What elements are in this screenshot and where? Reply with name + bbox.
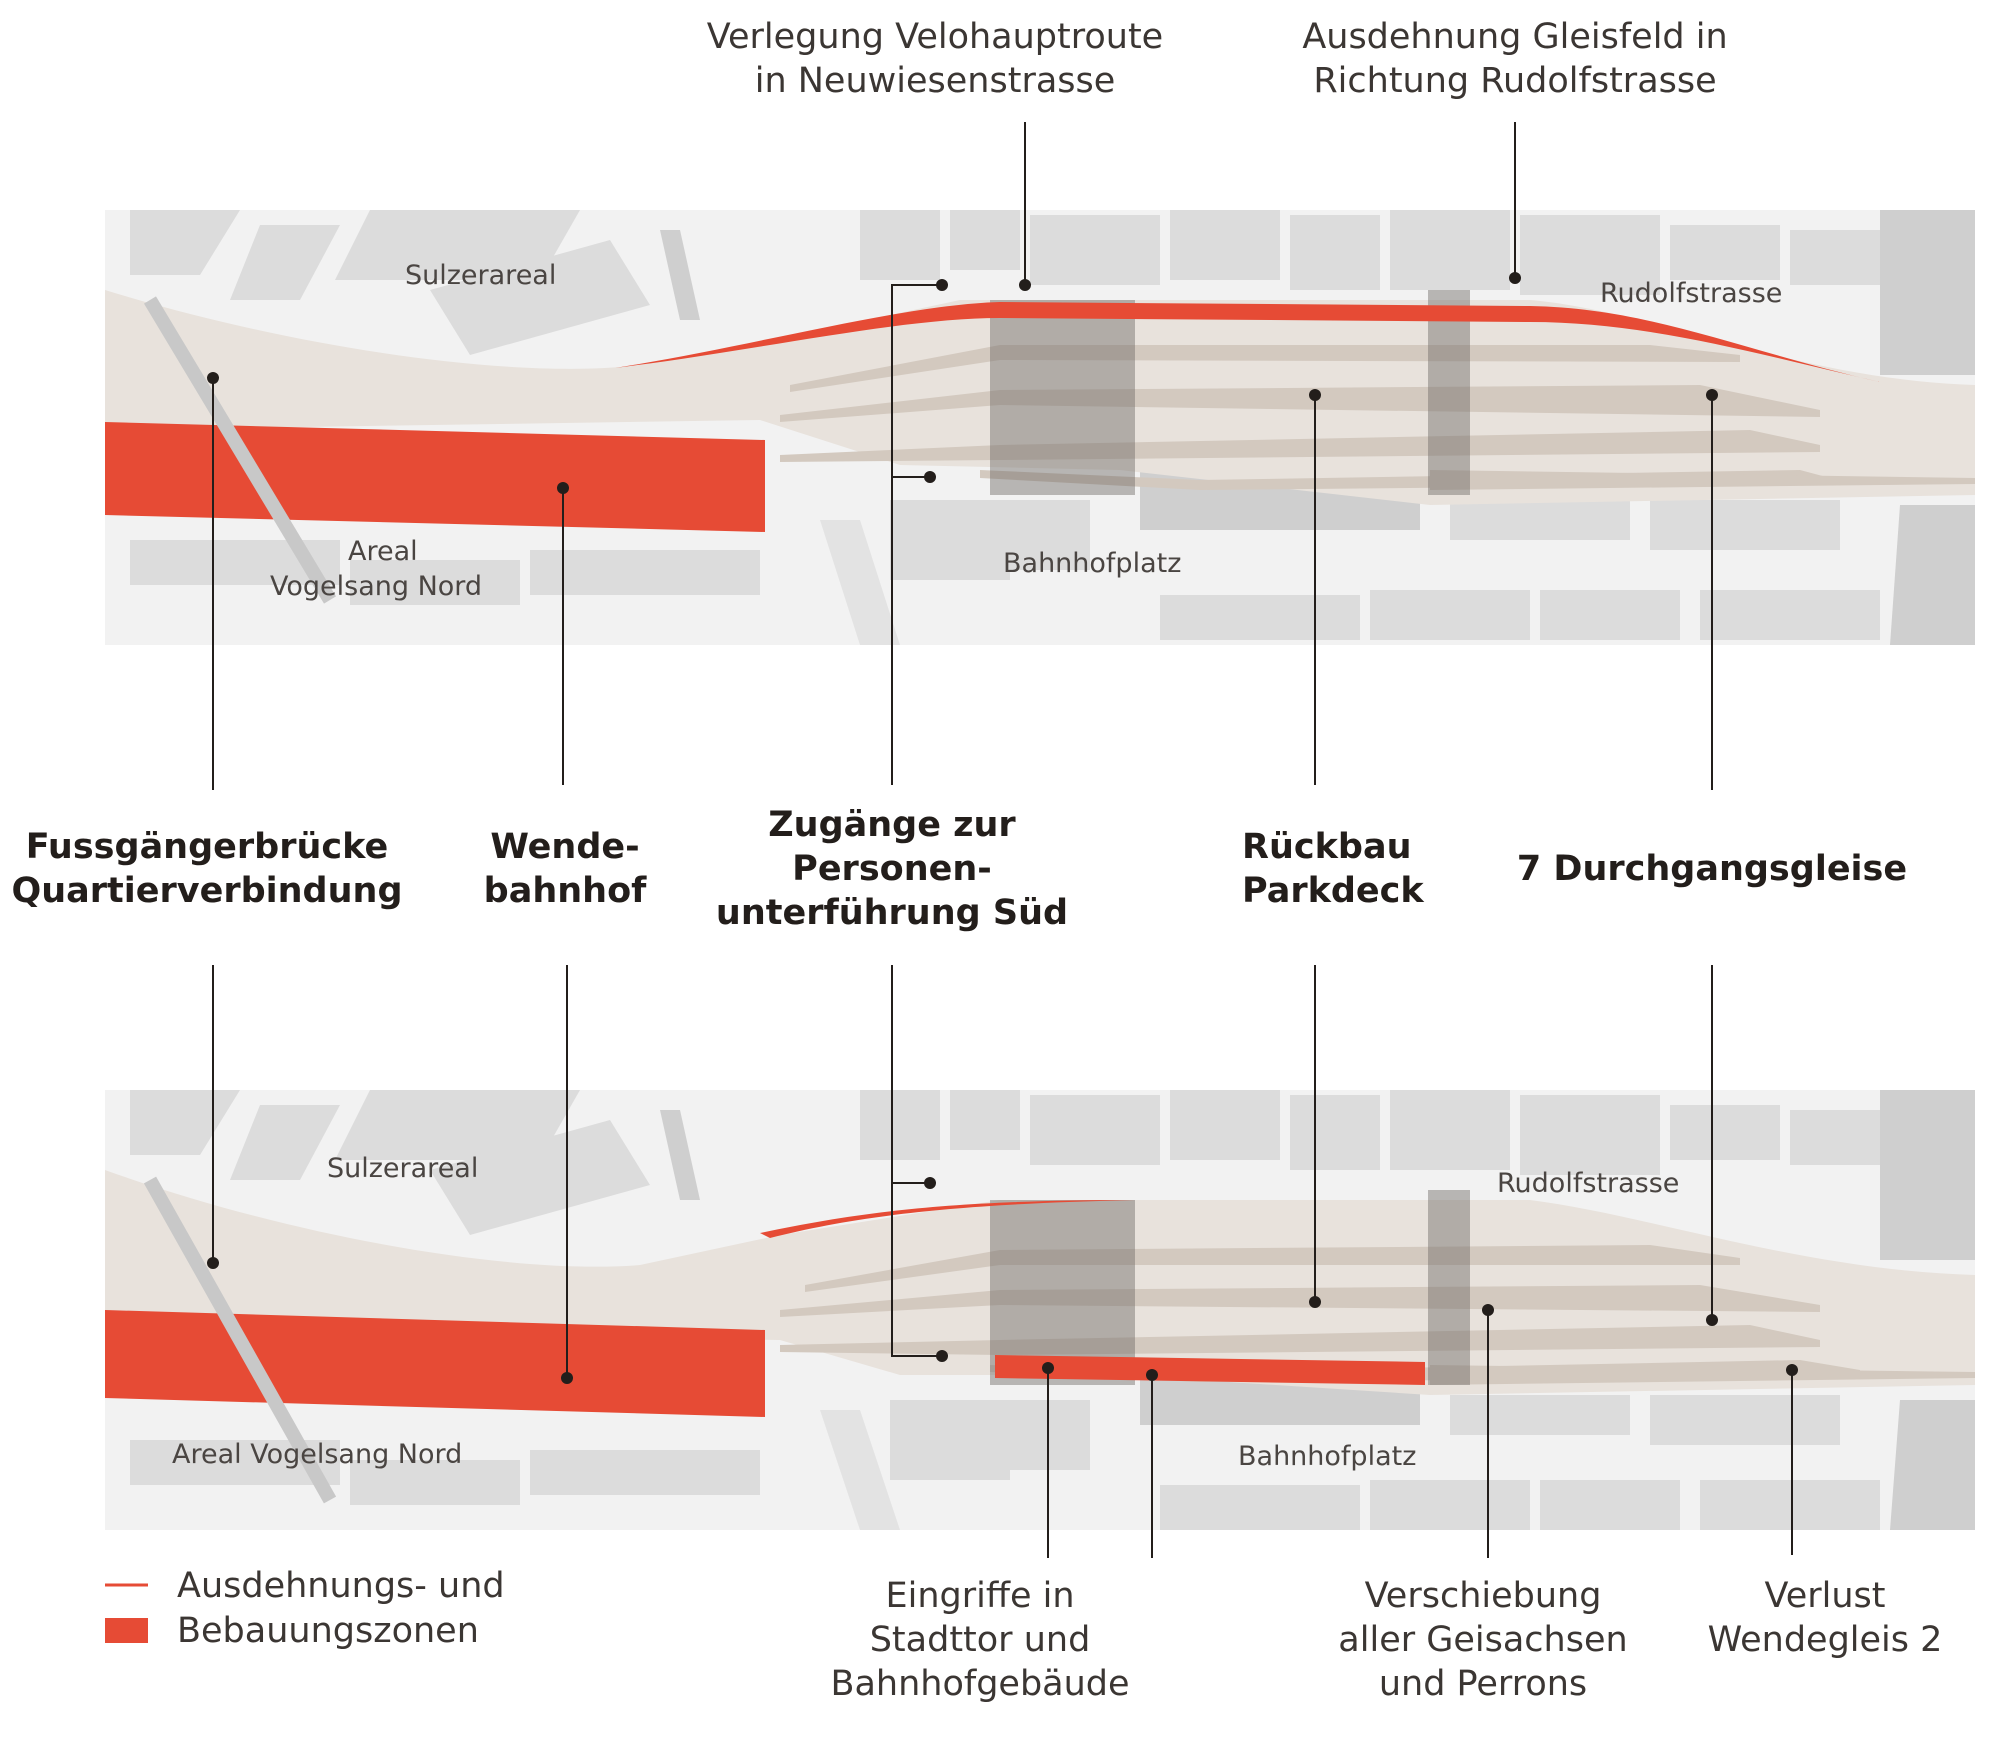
map-top: Sulzerareal Rudolfstrasse Areal Vogelsan… [105, 210, 1975, 645]
category-zugang-line1: Zugänge zur [768, 805, 1016, 845]
category-labels: Fussgängerbrücke Quartierverbindung Wend… [12, 805, 1908, 933]
map-top-label-areal-2: Vogelsang Nord [270, 571, 482, 602]
marker-velo [1019, 279, 1031, 291]
leaders-up [207, 279, 1718, 790]
annotation-eingriffe-line2: Stadttor und [870, 1620, 1091, 1660]
map-bottom-pedestrian-bridge [143, 1176, 337, 1504]
map-bottom-bahnhof-zone [995, 1355, 1425, 1385]
category-wende-line1: Wende- [490, 827, 639, 867]
annotation-eingriffe-line1: Eingriffe in [885, 1576, 1074, 1616]
annotation-verschiebung-line3: und Perrons [1379, 1664, 1587, 1704]
legend-area-swatch [105, 1618, 148, 1643]
map-bottom-label-bahnhofplatz: Bahnhofplatz [1238, 1441, 1416, 1472]
annotation-gleis-line1: Ausdehnung Gleisfeld in [1302, 17, 1727, 57]
marker-gleis [1509, 272, 1521, 284]
map-top-label-sulzer: Sulzerareal [405, 260, 556, 291]
category-gleise: 7 Durchgangsgleise [1517, 849, 1907, 889]
map-bottom-expansion-strip [760, 1200, 1135, 1238]
map-bottom-buildings [130, 1090, 1975, 1530]
map-top-tracks [780, 345, 1975, 490]
map-top-shade-parkdeck [990, 300, 1135, 495]
category-wende-line2: bahnhof [484, 871, 647, 911]
annotations-top: Verlegung Velohauptroute in Neuwiesenstr… [707, 17, 1728, 291]
category-zugang-line3: unterführung Süd [716, 893, 1068, 933]
annotation-gleis-line2: Richtung Rudolfstrasse [1313, 61, 1716, 101]
map-bottom: Sulzerareal Rudolfstrasse Areal Vogelsan… [105, 1090, 1975, 1530]
category-zugang-line2: Personen- [792, 849, 992, 889]
annotation-eingriffe-line3: Bahnhofgebäude [830, 1664, 1129, 1704]
map-top-expansion-strip [615, 302, 1880, 382]
map-top-buildings [130, 210, 1975, 645]
annotations-bottom: Eingriffe in Stadttor und Bahnhofgebäude… [830, 1304, 1942, 1704]
map-top-pedestrian-bridge [143, 296, 337, 604]
map-bottom-label-rudolf: Rudolfstrasse [1497, 1168, 1679, 1199]
annotation-verschiebung-line1: Verschiebung [1365, 1576, 1602, 1616]
map-top-shade-underpass [1428, 290, 1470, 495]
map-top-label-areal-1: Areal [348, 536, 418, 567]
legend-line2: Bebauungszonen [177, 1611, 479, 1651]
leaders-down [207, 965, 1718, 1384]
annotation-verlust-line2: Wendegleis 2 [1708, 1620, 1943, 1660]
map-bottom-label-sulzer: Sulzerareal [327, 1153, 478, 1184]
category-fuss-line2: Quartierverbindung [12, 871, 403, 911]
annotation-velo-line2: in Neuwiesenstrasse [755, 61, 1116, 101]
category-rueck-line1: Rückbau [1242, 827, 1411, 867]
map-top-label-bahnhofplatz: Bahnhofplatz [1003, 548, 1181, 579]
category-rueck-line2: Parkdeck [1242, 871, 1424, 911]
legend-line1: Ausdehnungs- und [177, 1566, 505, 1606]
annotation-verlust-line1: Verlust [1764, 1576, 1885, 1616]
map-bottom-shade-parkdeck [990, 1200, 1135, 1385]
annotation-verschiebung-line2: aller Geisachsen [1338, 1620, 1627, 1660]
map-bottom-label-areal: Areal Vogelsang Nord [172, 1439, 462, 1470]
map-top-label-rudolf: Rudolfstrasse [1600, 278, 1782, 309]
category-fuss-line1: Fussgängerbrücke [26, 827, 388, 867]
legend: Ausdehnungs- und Bebauungszonen [105, 1566, 505, 1651]
map-bottom-shade-underpass [1428, 1190, 1470, 1385]
map-top-wendebahnhof-zone [105, 422, 765, 532]
map-bottom-tracks [780, 1245, 1975, 1385]
annotation-velo-line1: Verlegung Velohauptroute [707, 17, 1163, 57]
